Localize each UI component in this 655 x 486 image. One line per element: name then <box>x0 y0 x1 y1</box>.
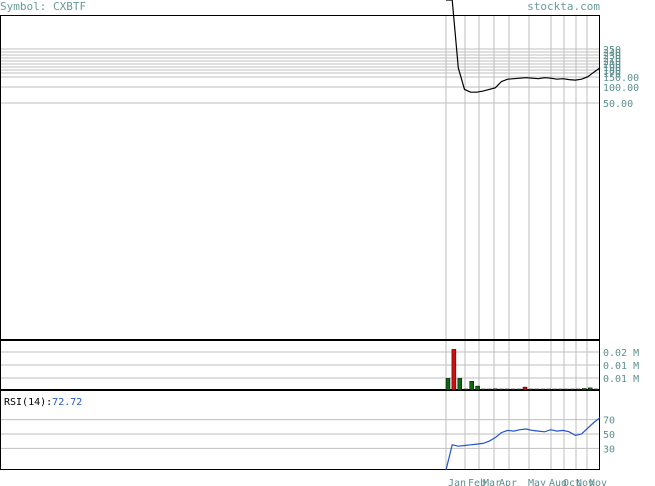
price-tick-label: 180 <box>603 66 621 77</box>
volume-bar <box>534 388 540 391</box>
volume-bar <box>463 388 469 391</box>
volume-bar <box>522 386 528 391</box>
volume-bar <box>581 388 587 391</box>
volume-bar <box>593 388 599 391</box>
rsi-name: RSI(14): <box>4 397 53 408</box>
price-tick-label: 210 <box>603 57 621 68</box>
x-tick-label: Feb <box>468 478 486 486</box>
volume-bar <box>546 388 551 391</box>
rsi-tick-label: 70 <box>603 416 615 427</box>
volume-bar <box>481 388 486 391</box>
volume-tick-label: 0.02 M <box>603 348 639 359</box>
price-tick-label: 50.00 <box>603 99 633 110</box>
rsi-tick-label: 50 <box>603 430 615 441</box>
volume-bar <box>469 381 474 391</box>
volume-bar <box>487 388 492 391</box>
price-tick-label: 220 <box>603 54 621 65</box>
volume-tick-label: 0.01 M <box>603 374 639 385</box>
volume-bar <box>504 388 510 391</box>
panel-border <box>0 340 600 390</box>
volume-bar <box>445 378 451 391</box>
site-link[interactable]: stockta.com <box>527 0 600 13</box>
volume-bar <box>552 388 557 391</box>
x-tick-label: Apr <box>499 478 517 486</box>
rsi-tick-label: 30 <box>603 444 615 455</box>
volume-bar <box>499 388 504 391</box>
volume-bar <box>516 388 522 391</box>
volume-bar <box>576 388 581 391</box>
x-tick-label: Oct <box>563 478 581 486</box>
price-tick-label: 170 <box>603 69 621 80</box>
rsi-value: 72.72 <box>52 397 83 408</box>
volume-bar <box>570 388 575 391</box>
price-tick-label: 250 <box>603 45 621 56</box>
volume-bar <box>493 388 498 391</box>
panel-border <box>0 390 600 470</box>
volume-bar <box>475 385 480 391</box>
volume-bar <box>451 349 457 391</box>
price-tick-label: 240 <box>603 48 621 59</box>
price-tick-label: 100.00 <box>603 83 639 94</box>
volume-bar <box>540 388 546 391</box>
x-tick-label: May <box>528 478 546 486</box>
panel-border <box>0 15 600 340</box>
x-tick-label: Jan <box>448 478 466 486</box>
price-tick-label: 200 <box>603 60 621 71</box>
x-tick-label: Aug <box>549 478 567 486</box>
rsi-label: RSI(14):72.72 <box>4 397 82 408</box>
volume-bar <box>528 388 534 391</box>
price-tick-label: 230 <box>603 51 621 62</box>
x-tick-label: Nov <box>589 478 607 486</box>
symbol-label: Symbol: CXBTF <box>0 0 87 13</box>
volume-bar <box>587 387 593 391</box>
price-line <box>446 0 601 93</box>
x-tick-label: Mar <box>483 478 501 486</box>
price-tick-label: 190 <box>603 63 621 74</box>
volume-tick-label: 0.01 M <box>603 361 639 372</box>
volume-bar <box>564 388 569 391</box>
x-tick-label: Nov <box>576 478 594 486</box>
rsi-line <box>445 417 601 471</box>
volume-bar <box>510 388 516 391</box>
price-tick-label: 150.00 <box>603 73 639 84</box>
volume-bar <box>558 388 563 391</box>
volume-bar <box>457 378 463 391</box>
